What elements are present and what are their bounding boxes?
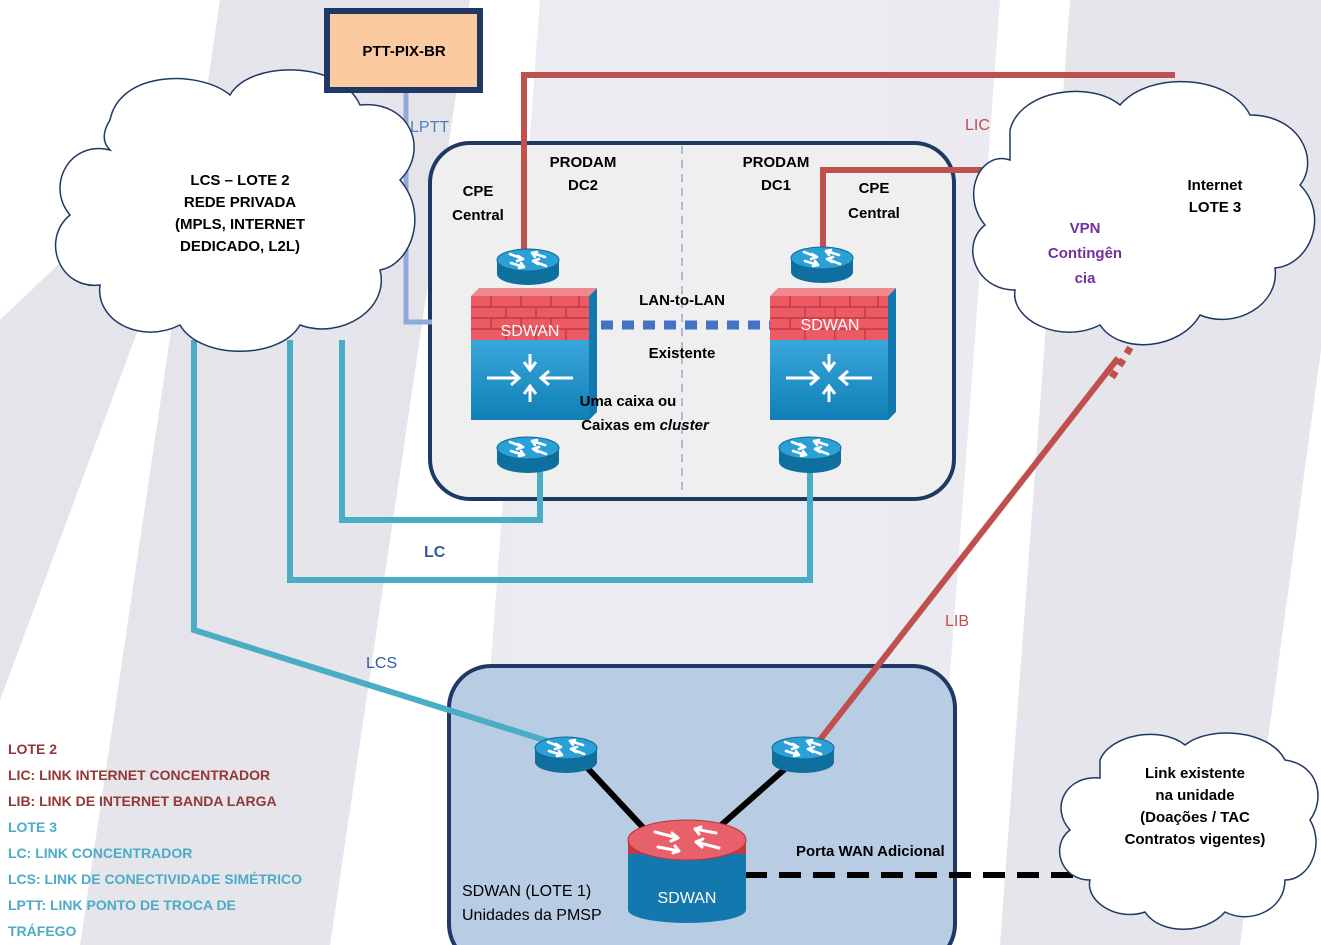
sdwan-label-dc2: SDWAN: [501, 323, 560, 340]
legend-lote3: LOTE 3: [8, 819, 57, 835]
internet-cloud-line1: Internet: [1187, 177, 1242, 194]
existing-cloud-line4: Contratos vigentes): [1125, 831, 1266, 848]
sdwan-firewall-dc1: [768, 286, 898, 422]
unit-link-left: [577, 757, 653, 838]
ptt-box-label: PTT-PIX-BR: [362, 43, 446, 60]
unit-label-line1: SDWAN (LOTE 1): [462, 883, 591, 900]
lic-label: LIC: [965, 117, 990, 134]
existing-cloud-line1: Link existente: [1145, 765, 1245, 782]
cluster-note-italic: cluster: [660, 417, 710, 434]
wan-port-label: Porta WAN Adicional: [796, 843, 945, 860]
lcs-label: LCS: [366, 655, 397, 672]
lc-link-dc2: [339, 340, 543, 523]
lcs-cloud-line2: REDE PRIVADA: [184, 194, 296, 211]
internet-cloud-line2: LOTE 3: [1189, 199, 1242, 216]
existing-cloud-line2: na unidade: [1155, 787, 1234, 804]
legend-lcs: LCS: LINK DE CONECTIVIDADE SIMÉTRICO: [8, 871, 302, 887]
router-unit-right: [770, 735, 836, 775]
router-dc1-bottom: [777, 435, 843, 475]
lcs-cloud-line4: DEDICADO, L2L): [180, 238, 300, 255]
legend-lib: LIB: LINK DE INTERNET BANDA LARGA: [8, 793, 277, 809]
lcs-link: [191, 340, 561, 748]
lc-label: LC: [424, 544, 446, 561]
lib-label: LIB: [945, 613, 969, 630]
lic-link-dc2: [521, 72, 1175, 250]
sdwan-label-dc1: SDWAN: [801, 317, 860, 334]
internet-cloud: [972, 80, 1316, 346]
cluster-note-line2: Caixas em cluster: [581, 417, 710, 434]
legend: LOTE 2 LIC: LINK INTERNET CONCENTRADOR L…: [8, 741, 302, 939]
dc1-title-line1: PRODAM: [743, 154, 810, 171]
legend-lote2: LOTE 2: [8, 741, 57, 757]
router-dc2-bottom: [495, 435, 561, 475]
dc2-cpe-line2: Central: [452, 207, 504, 224]
sdwan-unit-device: [627, 819, 747, 923]
lcs-cloud-line1: LCS – LOTE 2: [190, 172, 289, 189]
existing-cloud-line3: (Doações / TAC: [1140, 809, 1250, 826]
vpn-line3: cia: [1075, 270, 1097, 287]
router-dc1-top: [789, 245, 855, 285]
vpn-line2: Contingên: [1048, 245, 1122, 262]
unit-label-line2: Unidades da PMSP: [462, 907, 602, 924]
lib-link: [809, 356, 1121, 752]
lcs-cloud: [54, 69, 416, 352]
dc2-cpe-line1: CPE: [463, 183, 494, 200]
unit-link-right: [708, 757, 797, 838]
legend-lc: LC: LINK CONCENTRADOR: [8, 845, 192, 861]
lan-to-lan-line1: LAN-to-LAN: [639, 292, 725, 309]
dc2-title-line2: DC2: [568, 177, 598, 194]
cluster-note-prefix: Caixas em: [581, 417, 659, 434]
lc-link-dc1: [287, 340, 813, 583]
lan-to-lan-line2: Existente: [649, 345, 716, 362]
router-unit-left: [533, 735, 599, 775]
dc1-title-line2: DC1: [761, 177, 791, 194]
vpn-line1: VPN: [1070, 220, 1101, 237]
dc2-title-line1: PRODAM: [550, 154, 617, 171]
lcs-cloud-line3: (MPLS, INTERNET: [175, 216, 305, 233]
lptt-label: LPTT: [410, 119, 449, 136]
legend-lptt-line1: LPTT: LINK PONTO DE TROCA DE: [8, 897, 236, 913]
dc1-cpe-line2: Central: [848, 205, 900, 222]
dc1-cpe-line1: CPE: [859, 180, 890, 197]
sdwan-firewall-dc2: [469, 286, 599, 422]
sdwan-label-unit: SDWAN: [658, 890, 717, 907]
cluster-note-line1: Uma caixa ou: [580, 393, 677, 410]
ptt-box: [330, 14, 477, 87]
existing-link-cloud: [1059, 732, 1319, 930]
legend-lic: LIC: LINK INTERNET CONCENTRADOR: [8, 767, 270, 783]
router-dc2-top: [495, 247, 561, 287]
legend-lptt-line2: TRÁFEGO: [8, 923, 77, 939]
